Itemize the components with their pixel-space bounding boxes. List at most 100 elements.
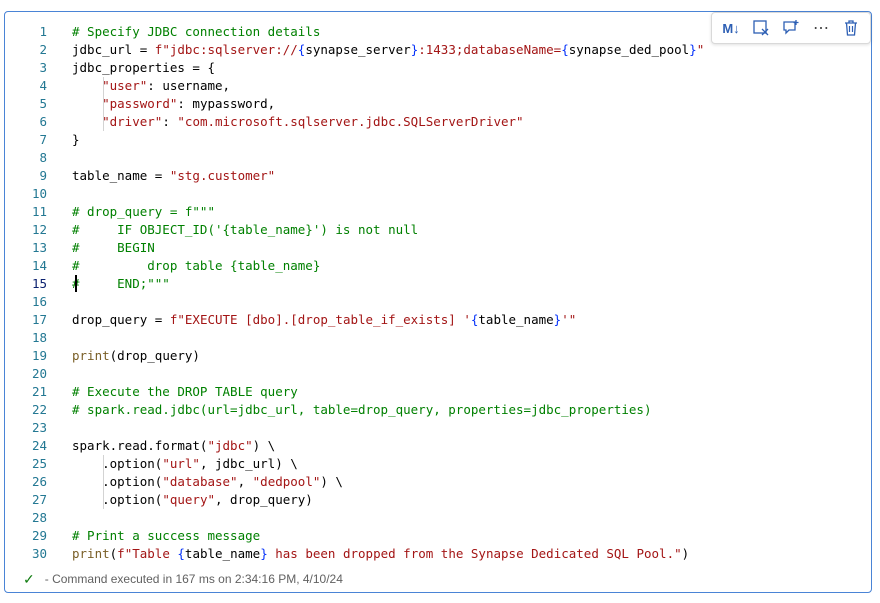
code-text xyxy=(47,293,72,311)
line-number: 4 xyxy=(39,78,47,93)
code-text: table_name = "stg.customer" xyxy=(72,168,276,183)
code-text xyxy=(47,419,72,437)
code-line[interactable]: 27 .option("query", drop_query) xyxy=(5,491,871,509)
code-text: drop_query = f"EXECUTE [dbo].[drop_table… xyxy=(72,312,577,327)
code-line[interactable]: 5 "password": mypassword, xyxy=(5,95,871,113)
code-line[interactable]: 30 print(f"Table {table_name} has been dr… xyxy=(5,545,871,563)
code-text: # spark.read.jdbc(url=jdbc_url, table=dr… xyxy=(72,402,652,417)
code-line[interactable]: 26 .option("database", "dedpool") \ xyxy=(5,473,871,491)
line-number: 6 xyxy=(39,114,47,129)
cell-toolbar: M↓ ⋯ xyxy=(711,12,871,44)
code-text: # Print a success message xyxy=(72,528,261,543)
code-text: .option("url", jdbc_url) \ xyxy=(72,456,298,471)
code-text xyxy=(47,329,72,347)
code-line[interactable]: 7} xyxy=(5,131,871,149)
indent-guide xyxy=(103,455,104,509)
code-line[interactable]: 25 .option("url", jdbc_url) \ xyxy=(5,455,871,473)
code-text: # drop table {table_name} xyxy=(72,258,321,273)
line-number: 18 xyxy=(31,330,47,345)
indent-guide xyxy=(103,77,104,131)
line-number: 9 xyxy=(39,168,47,183)
more-icon: ⋯ xyxy=(813,20,829,37)
line-number: 30 xyxy=(31,546,47,561)
more-options-button[interactable]: ⋯ xyxy=(806,15,836,41)
trash-icon xyxy=(845,20,857,36)
code-line[interactable]: 19 print(drop_query) xyxy=(5,347,871,365)
code-line[interactable]: 23 xyxy=(5,419,871,437)
code-line[interactable]: 11 # drop_query = f""" xyxy=(5,203,871,221)
line-number: 10 xyxy=(31,186,47,201)
line-number: 25 xyxy=(31,456,47,471)
code-text: # drop_query = f""" xyxy=(72,204,215,219)
code-line[interactable]: 16 xyxy=(5,293,871,311)
code-line[interactable]: 4 "user": username, xyxy=(5,77,871,95)
delete-cell-button[interactable] xyxy=(836,15,866,41)
code-line[interactable]: 18 xyxy=(5,329,871,347)
line-number: 24 xyxy=(31,438,47,453)
code-text: print(drop_query) xyxy=(72,348,200,363)
line-number: 2 xyxy=(39,42,47,57)
code-text xyxy=(47,149,72,167)
code-line[interactable]: 17 drop_query = f"EXECUTE [dbo].[drop_tab… xyxy=(5,311,871,329)
code-line[interactable]: 22 # spark.read.jdbc(url=jdbc_url, table=… xyxy=(5,401,871,419)
code-line[interactable]: 1# Specify JDBC connection details xyxy=(5,23,871,41)
line-number: 19 xyxy=(31,348,47,363)
line-number: 7 xyxy=(39,132,47,147)
line-number: 12 xyxy=(31,222,47,237)
markdown-icon: M↓ xyxy=(722,20,740,36)
code-line[interactable]: 14 # drop table {table_name} xyxy=(5,257,871,275)
code-text: print(f"Table {table_name} has been drop… xyxy=(72,546,690,561)
clear-output-button[interactable] xyxy=(746,15,776,41)
line-number: 11 xyxy=(31,204,47,219)
convert-to-markdown-button[interactable]: M↓ xyxy=(716,15,746,41)
code-text: "driver": "com.microsoft.sqlserver.jdbc.… xyxy=(102,114,524,129)
code-text: "user": username, xyxy=(102,78,231,93)
execution-status: ✓ - Command executed in 167 ms on 2:34:1… xyxy=(23,570,343,588)
line-number: 27 xyxy=(31,492,47,507)
code-line[interactable]: 15# END;""" xyxy=(5,275,871,293)
code-text xyxy=(47,365,72,383)
comment-icon xyxy=(783,20,799,35)
line-number: 1 xyxy=(39,24,47,39)
line-number: 26 xyxy=(31,474,47,489)
code-line[interactable]: 12 # IF OBJECT_ID('{table_name}') is not … xyxy=(5,221,871,239)
code-line[interactable]: 6 "driver": "com.microsoft.sqlserver.jdb… xyxy=(5,113,871,131)
code-line[interactable]: 2 jdbc_url = f"jdbc:sqlserver://{synapse_… xyxy=(5,41,871,59)
line-number: 20 xyxy=(31,366,47,381)
success-check-icon: ✓ xyxy=(23,570,35,587)
code-line[interactable]: 8 xyxy=(5,149,871,167)
code-line[interactable]: 9 table_name = "stg.customer" xyxy=(5,167,871,185)
line-number: 28 xyxy=(31,510,47,525)
code-line[interactable]: 28 xyxy=(5,509,871,527)
code-text: "password": mypassword, xyxy=(102,96,276,111)
code-text: jdbc_url = f"jdbc:sqlserver://{synapse_s… xyxy=(72,42,705,57)
code-text xyxy=(47,509,72,527)
code-text: # Execute the DROP TABLE query xyxy=(72,384,298,399)
add-comment-button[interactable] xyxy=(776,15,806,41)
line-number: 21 xyxy=(31,384,47,399)
code-line[interactable]: 29 # Print a success message xyxy=(5,527,871,545)
code-text: # IF OBJECT_ID('{table_name}') is not nu… xyxy=(72,222,419,237)
line-number: 5 xyxy=(39,96,47,111)
line-number: 3 xyxy=(39,60,47,75)
code-text: .option("database", "dedpool") \ xyxy=(72,474,343,489)
code-line[interactable]: 3 jdbc_properties = { xyxy=(5,59,871,77)
code-text: jdbc_properties = { xyxy=(72,60,215,75)
code-text: } xyxy=(72,132,80,147)
code-line[interactable]: 10 xyxy=(5,185,871,203)
line-number: 14 xyxy=(31,258,47,273)
code-line[interactable]: 21 # Execute the DROP TABLE query xyxy=(5,383,871,401)
line-number: 17 xyxy=(31,312,47,327)
line-number: 22 xyxy=(31,402,47,417)
code-line[interactable]: 20 xyxy=(5,365,871,383)
execution-status-text: - Command executed in 167 ms on 2:34:16 … xyxy=(44,572,343,586)
line-number: 15 xyxy=(31,276,47,291)
line-number: 29 xyxy=(31,528,47,543)
code-text xyxy=(47,185,72,203)
code-line[interactable]: 13# BEGIN xyxy=(5,239,871,257)
line-number: 13 xyxy=(31,240,47,255)
clear-output-icon xyxy=(753,20,769,36)
